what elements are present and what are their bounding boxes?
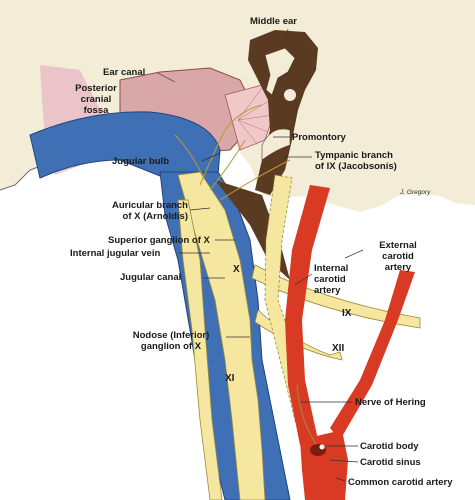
label-jugular-bulb: Jugular bulb	[112, 156, 169, 167]
label-line: artery	[384, 262, 412, 273]
label-line: fossa	[83, 105, 109, 116]
label-external-carotid-artery: External carotid artery	[366, 240, 430, 273]
label-promontory: Promontory	[292, 132, 346, 143]
label-carotid-body: Carotid body	[360, 441, 419, 452]
internal-carotid-red	[285, 185, 330, 445]
label-posterior-cranial-fossa: Posterior cranial fossa	[68, 83, 124, 116]
external-carotid-shape	[330, 270, 415, 440]
label-nerve-of-hering: Nerve of Hering	[355, 397, 426, 408]
nerve-of-hering-line	[296, 384, 317, 445]
label-line: carotid	[314, 274, 346, 285]
cochlea-round	[284, 89, 296, 101]
label-xii: XII	[332, 343, 345, 354]
common-carotid-shape	[300, 430, 348, 500]
label-line: of X (Arnoldís)	[122, 211, 188, 222]
carotid-body-highlight	[319, 444, 325, 450]
vagus-nerve-trunk	[177, 171, 266, 500]
label-line: Internal	[314, 263, 349, 274]
label-internal-jugular-vein: Internal jugular vein	[70, 248, 161, 259]
label-auricular-branch: Auricular branch of X (Arnoldís)	[80, 200, 188, 222]
label-line: Tympanic branch	[315, 150, 393, 161]
label-line: Nodose (Inferior)	[132, 330, 210, 341]
label-line: Auricular branch	[111, 200, 188, 211]
label-internal-carotid-artery: Internal carotid artery	[314, 263, 348, 296]
jugular-bulb-shape	[29, 111, 221, 181]
fine-branches	[174, 104, 291, 201]
leader-lines	[157, 28, 364, 482]
label-middle-ear: Middle ear	[250, 16, 297, 27]
label-line: External	[379, 240, 417, 251]
ossicles	[264, 47, 296, 96]
label-jugular-canal: Jugular canal	[120, 272, 182, 283]
label-line: of IX (Jacobsonís)	[315, 161, 397, 172]
label-vagus-x: X	[233, 264, 240, 275]
label-line: artery	[314, 285, 341, 296]
label-ix: IX	[342, 308, 352, 319]
label-ear-canal: Ear canal	[103, 67, 146, 78]
label-nodose-ganglion: Nodose (Inferior) ganglion of X	[118, 330, 224, 352]
label-tympanic-branch: Tympanic branch of IX (Jacobsonís)	[315, 150, 397, 172]
label-carotid-sinus: Carotid sinus	[360, 457, 421, 468]
label-superior-ganglion: Superior ganglion of X	[108, 235, 210, 246]
label-common-carotid-artery: Common carotid artery	[348, 477, 453, 488]
membrane-striations	[237, 87, 274, 146]
accessory-nerve	[177, 199, 223, 500]
label-line: cranial	[80, 94, 112, 105]
label-line: carotid	[382, 251, 414, 262]
label-line: Posterior	[75, 83, 117, 94]
label-xi: XI	[225, 373, 235, 384]
artist-signature: J. Gregory	[400, 189, 431, 196]
label-line: ganglion of X	[140, 341, 202, 352]
